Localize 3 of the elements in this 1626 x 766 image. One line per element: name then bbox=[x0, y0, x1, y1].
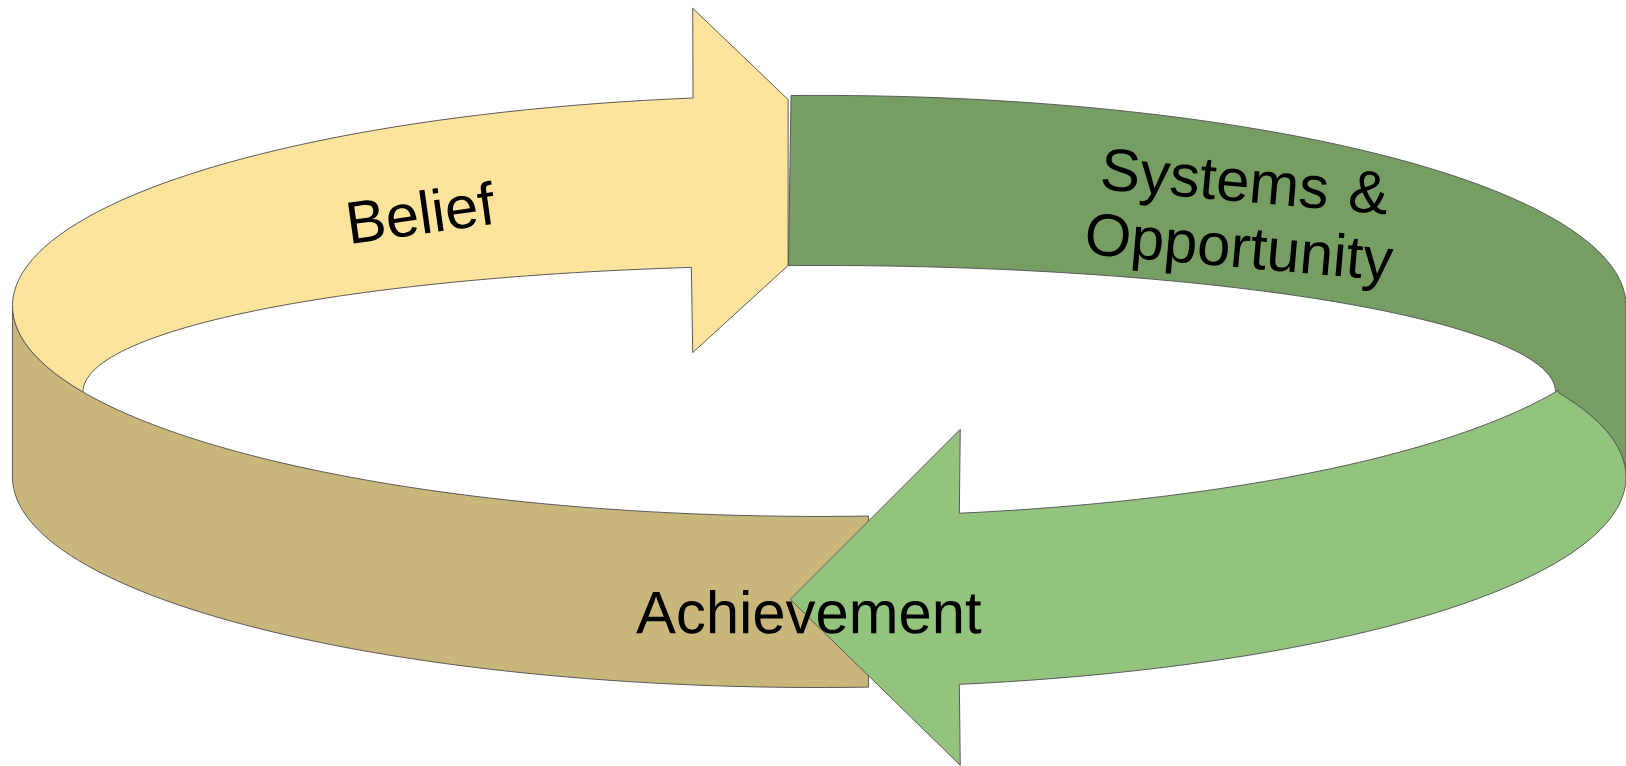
band-label: Belief bbox=[348, 180, 494, 244]
band-label: Systems & Opportunity bbox=[1087, 149, 1394, 291]
band-label: Achievement bbox=[636, 589, 982, 634]
